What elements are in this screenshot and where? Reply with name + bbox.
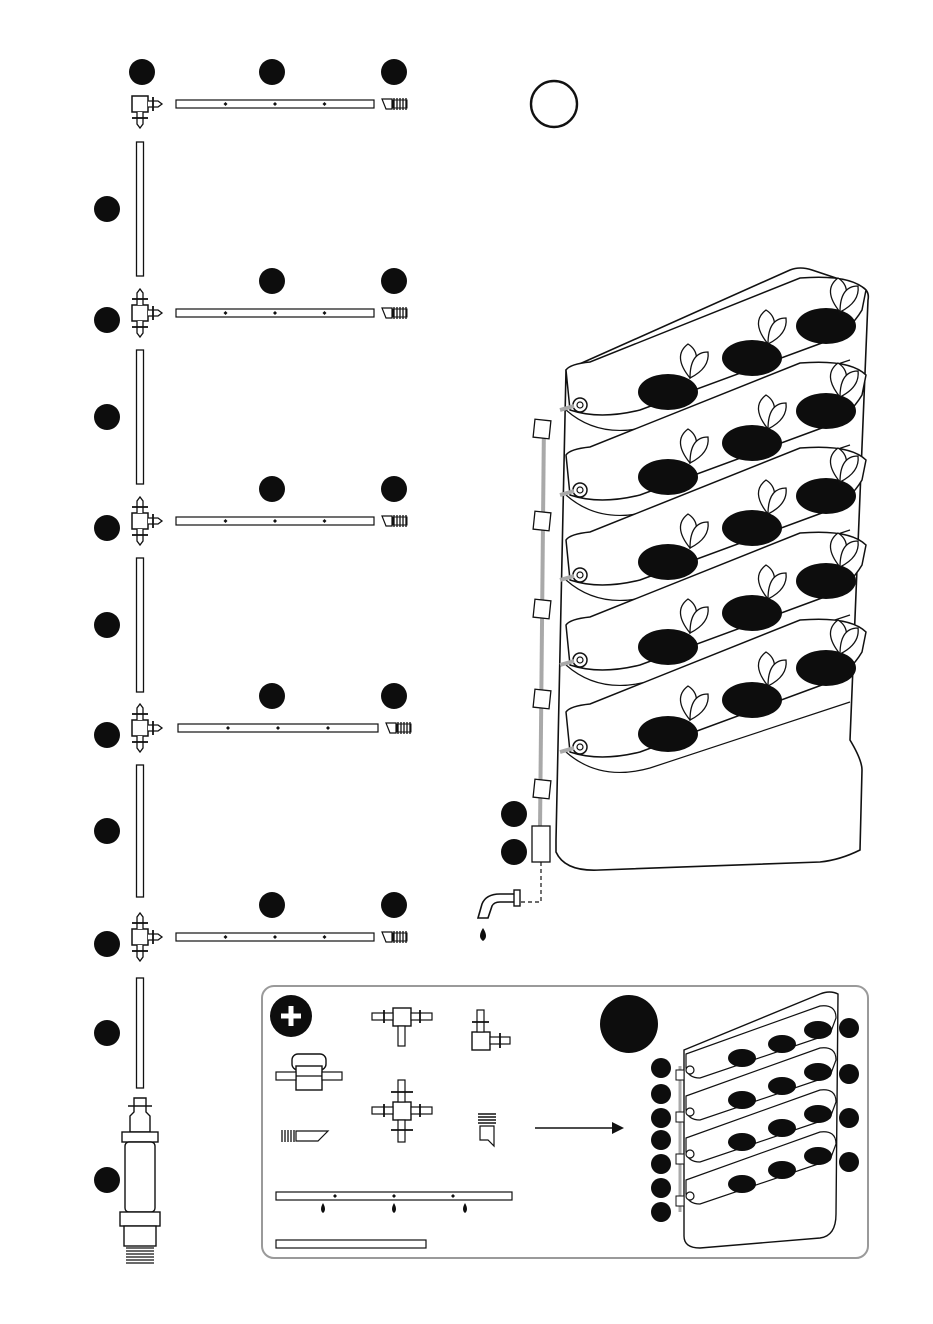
soil-pocket xyxy=(796,478,856,514)
callout-badge xyxy=(839,1064,859,1084)
tee-connector-icon xyxy=(132,497,162,545)
riser-fitting xyxy=(533,779,551,799)
vertical-tube xyxy=(137,350,144,484)
empty-circle-icon xyxy=(531,81,577,127)
callout-badge xyxy=(651,1154,671,1174)
soil-pocket xyxy=(768,1119,796,1137)
inlet-nozzle xyxy=(686,1066,694,1074)
end-cap-icon xyxy=(382,98,407,110)
callout-badge xyxy=(94,515,120,541)
callout-badge xyxy=(651,1058,671,1078)
soil-pocket xyxy=(722,595,782,631)
inlet-nozzle xyxy=(686,1192,694,1200)
callout-badge xyxy=(839,1108,859,1128)
riser-fitting xyxy=(533,511,551,531)
callout-badge xyxy=(651,1084,671,1104)
callout-badge xyxy=(381,268,407,294)
callout-badge xyxy=(94,931,120,957)
soil-pocket xyxy=(804,1147,832,1165)
soil-pocket xyxy=(804,1063,832,1081)
callout-badge xyxy=(501,839,527,865)
callout-badge xyxy=(94,307,120,333)
soil-pocket xyxy=(768,1077,796,1095)
vertical-tube xyxy=(137,142,144,276)
planter-illustration xyxy=(478,81,868,941)
step-badge xyxy=(600,995,658,1053)
callout-badge xyxy=(651,1108,671,1128)
end-cap-icon xyxy=(382,515,407,527)
callout-badge xyxy=(259,892,285,918)
vertical-tube xyxy=(137,978,144,1088)
callout-badge xyxy=(94,722,120,748)
callout-badge xyxy=(651,1130,671,1150)
callout-badge xyxy=(94,404,120,430)
callout-badge xyxy=(381,59,407,85)
soil-pocket xyxy=(722,340,782,376)
soil-pocket xyxy=(796,308,856,344)
soil-pocket xyxy=(722,510,782,546)
callout-badge xyxy=(259,683,285,709)
callout-badge xyxy=(381,476,407,502)
soil-pocket xyxy=(768,1035,796,1053)
soil-pocket xyxy=(728,1091,756,1109)
soil-pocket xyxy=(728,1175,756,1193)
supply-tube xyxy=(276,1240,426,1248)
callout-badge xyxy=(259,268,285,294)
callout-badge xyxy=(651,1178,671,1198)
faucet-icon xyxy=(478,894,518,918)
end-cap-icon xyxy=(382,307,407,319)
riser-pipe xyxy=(540,420,544,830)
end-cap-icon xyxy=(386,722,411,734)
soil-pocket xyxy=(638,459,698,495)
callout-badge xyxy=(129,59,155,85)
soil-pocket xyxy=(796,393,856,429)
soil-pocket xyxy=(768,1161,796,1179)
tee-connector-icon xyxy=(132,289,162,337)
callout-badge xyxy=(259,59,285,85)
soil-pocket xyxy=(638,716,698,752)
vertical-tube xyxy=(137,765,144,897)
water-drop-icon xyxy=(480,928,486,941)
inlet-nozzle xyxy=(686,1108,694,1116)
callout-badge xyxy=(94,612,120,638)
callout-badge xyxy=(94,1167,120,1193)
callout-badge xyxy=(381,683,407,709)
tee-connector-icon xyxy=(132,913,162,961)
tee-connector-icon xyxy=(132,96,162,128)
vertical-tube xyxy=(137,558,144,692)
callout-badge xyxy=(501,801,527,827)
soil-pocket xyxy=(728,1133,756,1151)
soil-pocket xyxy=(638,544,698,580)
accessories-panel xyxy=(262,986,868,1258)
soil-pocket xyxy=(722,425,782,461)
soil-pocket xyxy=(796,563,856,599)
riser-fitting xyxy=(533,689,551,709)
dashed-hose xyxy=(520,862,541,902)
soil-pocket xyxy=(804,1021,832,1039)
soil-pocket xyxy=(728,1049,756,1067)
callout-badge xyxy=(651,1202,671,1222)
soil-pocket xyxy=(638,629,698,665)
soil-pocket xyxy=(638,374,698,410)
inlet-nozzle xyxy=(686,1150,694,1158)
end-cap-icon xyxy=(382,931,407,943)
soil-pocket xyxy=(722,682,782,718)
callout-badge xyxy=(381,892,407,918)
pressure-regulator xyxy=(532,826,550,862)
callout-badge xyxy=(259,476,285,502)
riser-fitting xyxy=(533,599,551,619)
soil-pocket xyxy=(804,1105,832,1123)
riser-fitting xyxy=(533,419,551,439)
callout-badge xyxy=(94,1020,120,1046)
callout-badge xyxy=(94,196,120,222)
tee-connector-icon xyxy=(132,704,162,752)
soil-pocket xyxy=(796,650,856,686)
callout-badge xyxy=(94,818,120,844)
hose-adapter-icon xyxy=(120,1098,160,1263)
callout-badge xyxy=(839,1152,859,1172)
callout-badge xyxy=(839,1018,859,1038)
